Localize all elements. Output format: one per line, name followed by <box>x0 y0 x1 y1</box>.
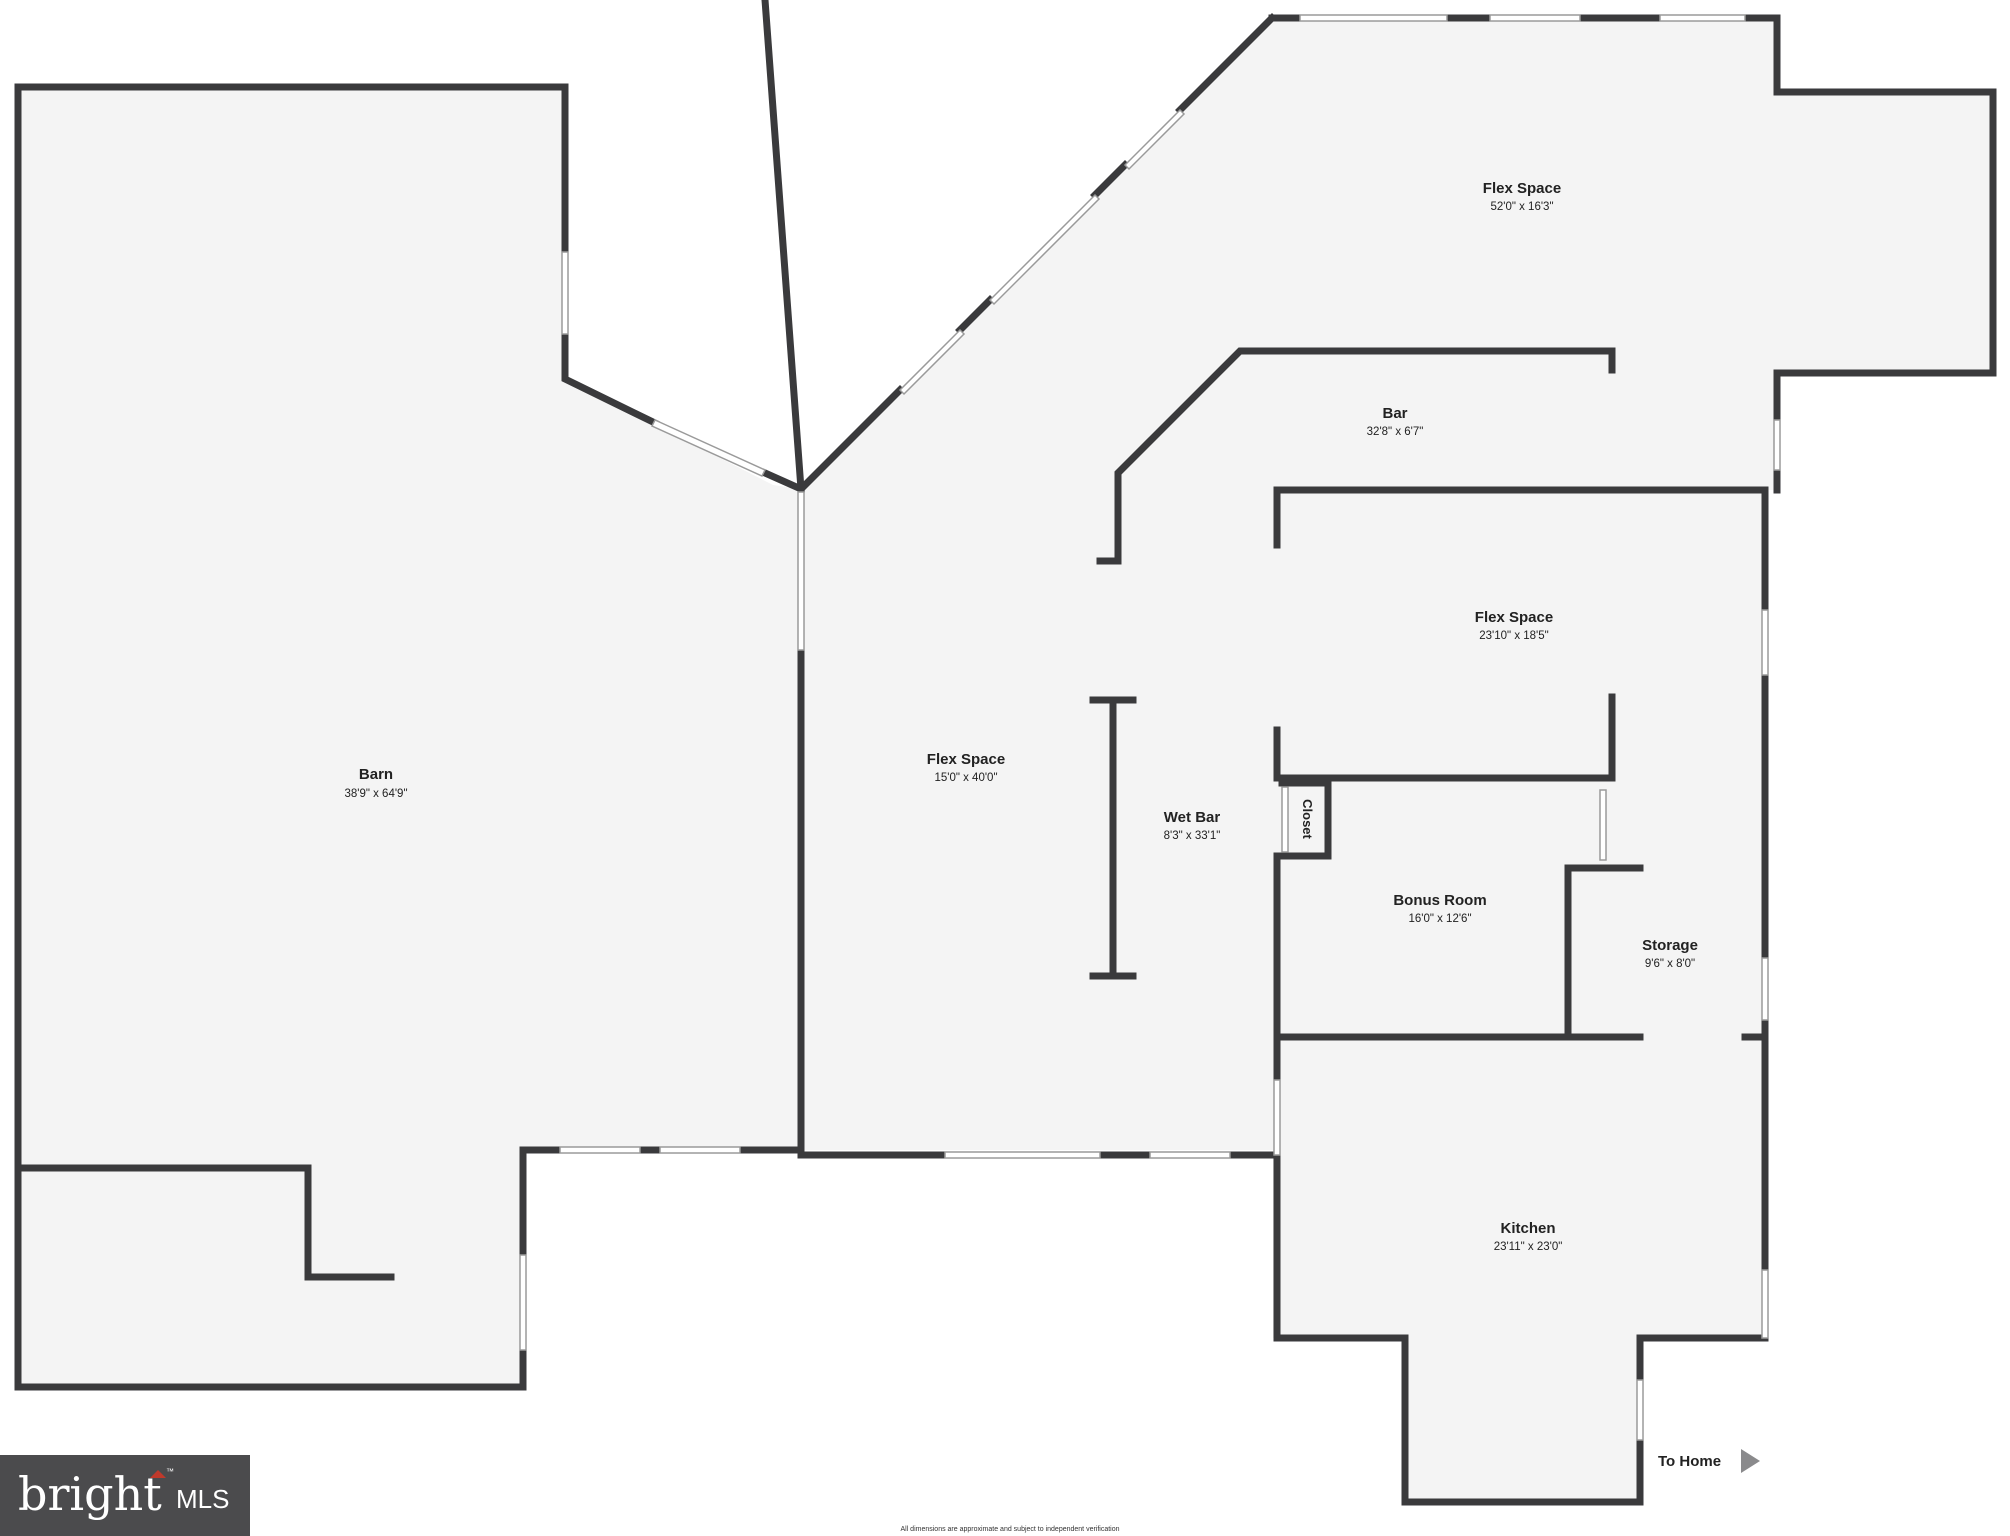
logo-trademark: ™ <box>166 1467 174 1476</box>
window-barn-angle <box>650 419 767 477</box>
angled-wall-c <box>1090 160 1130 200</box>
bonus-top-wall <box>1273 693 1616 782</box>
barn-dim: 38'9" x 64'9" <box>344 788 407 800</box>
flex-mid-dim: 23'10" x 18'5" <box>1479 630 1548 642</box>
flex-top-dim: 52'0" x 16'3" <box>1490 201 1553 213</box>
barn-wall <box>14 83 805 1391</box>
window-bar-east <box>1773 419 1781 471</box>
angled-wall-b <box>955 295 995 335</box>
flex-top-floor <box>801 18 1993 562</box>
barn-stall-wall <box>14 1164 395 1281</box>
bar-wall <box>1096 347 1616 565</box>
window-top-2 <box>1489 14 1581 22</box>
logo-mls-text: MLS <box>176 1484 229 1514</box>
floor-fills <box>18 18 1993 1502</box>
window-barn-west <box>519 1254 527 1351</box>
window-barn-east <box>561 251 569 335</box>
kitchen-name: Kitchen <box>1500 1220 1555 1237</box>
window-to-home <box>1636 1379 1644 1441</box>
east-floor <box>1273 490 1765 1502</box>
flex-top-name: Flex Space <box>1483 180 1561 197</box>
kitchen-dim: 23'11" x 23'0" <box>1494 1241 1563 1253</box>
window-barn-bottom-2 <box>659 1146 741 1154</box>
east-wall-top <box>1741 14 1997 424</box>
to-home-marker: To Home <box>1658 1449 1760 1473</box>
window-bonus-right <box>1599 789 1607 861</box>
bonus-room-name: Bonus Room <box>1393 892 1486 909</box>
to-home-label: To Home <box>1658 1453 1721 1470</box>
walls <box>14 0 1997 1506</box>
closet-name: Closet <box>1300 799 1315 839</box>
barn-name: Barn <box>359 766 393 783</box>
wet-bar-dim: 8'3" x 33'1" <box>1164 830 1221 842</box>
window-top-3 <box>1659 14 1746 22</box>
window-closet <box>1281 786 1289 853</box>
wet-bar-name: Wet Bar <box>1164 809 1221 826</box>
logo-roof-icon <box>150 1470 166 1478</box>
bar-name: Bar <box>1382 405 1407 422</box>
barn-floor <box>18 87 801 1387</box>
window-angle-1 <box>898 328 966 396</box>
storage-name: Storage <box>1642 937 1698 954</box>
window-flex-mid-east <box>1761 609 1769 676</box>
arrow-right-icon <box>1741 1449 1760 1473</box>
dimensions-disclaimer: All dimensions are approximate and subje… <box>900 1526 1119 1533</box>
flex-left-name: Flex Space <box>927 751 1005 768</box>
kitchen-wall <box>1273 1151 1644 1506</box>
window-storage-east <box>1761 957 1769 1021</box>
flex-mid-top-wall <box>1273 486 1769 614</box>
barn-wall-angle-2b <box>760 468 806 494</box>
window-barn-bottom-1 <box>559 1146 641 1154</box>
window-angle-2 <box>988 193 1101 306</box>
window-flex-left-bottom-2 <box>1149 1151 1231 1159</box>
bar-dim: 32'8" x 6'7" <box>1367 426 1424 438</box>
angled-wall-a <box>796 385 905 494</box>
storage-dim: 9'6" x 8'0" <box>1645 958 1695 970</box>
barn-wall-angle-2 <box>761 0 805 493</box>
storage-wall <box>1564 864 1644 1041</box>
room-labels: Barn 38'9" x 64'9" Flex Space 52'0" x 16… <box>344 180 1697 1253</box>
logo-brand-text: bright <box>18 1467 162 1521</box>
bonus-room-dim: 16'0" x 12'6" <box>1408 913 1471 925</box>
closet-wall <box>1278 779 1332 860</box>
windows <box>519 14 1781 1441</box>
window-kitchen-east <box>1761 1269 1769 1339</box>
window-kitchen-west <box>1273 1079 1281 1156</box>
flex-left-floor <box>801 489 1273 1150</box>
bright-mls-logo: bright MLS ™ <box>0 1455 250 1536</box>
barn-wall-angle <box>561 331 660 428</box>
logo-background <box>0 1455 250 1536</box>
window-barn-divider <box>797 491 805 651</box>
flex-left-dim: 15'0" x 40'0" <box>934 772 997 784</box>
window-flex-left-bottom-1 <box>944 1151 1101 1159</box>
angled-wall-d <box>1175 13 1277 115</box>
flex-mid-name: Flex Space <box>1475 609 1553 626</box>
window-top-1 <box>1299 14 1448 22</box>
window-angle-3 <box>1123 108 1186 171</box>
